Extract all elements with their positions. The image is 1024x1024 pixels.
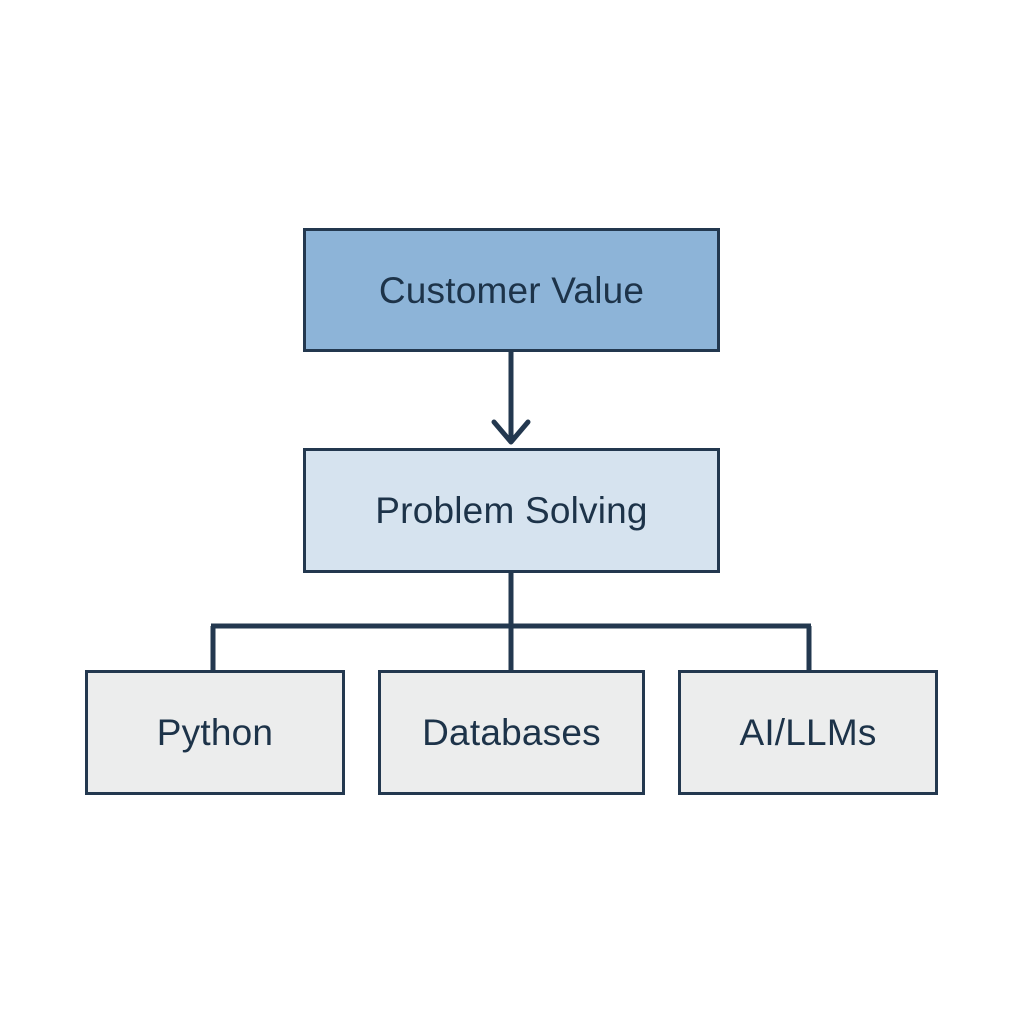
node-databases[interactable]: Databases: [378, 670, 645, 795]
connector-customer-value-to-problem-solving: [491, 352, 531, 445]
connector-problem-solving-to-children: [210, 573, 812, 670]
node-customer-value-label: Customer Value: [378, 269, 645, 311]
node-customer-value[interactable]: Customer Value: [303, 228, 720, 352]
node-ai-llms[interactable]: AI/LLMs: [678, 670, 938, 795]
node-problem-solving-label: Problem Solving: [375, 490, 648, 531]
node-problem-solving[interactable]: Problem Solving: [303, 448, 720, 573]
node-python-label: Python: [156, 712, 274, 753]
node-python[interactable]: Python: [85, 670, 345, 795]
node-ai-llms-label: AI/LLMs: [739, 712, 877, 753]
arrowhead-down-icon: [491, 419, 531, 445]
node-databases-label: Databases: [422, 712, 601, 753]
